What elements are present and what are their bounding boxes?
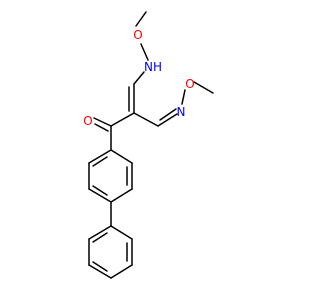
bond-n-o-right: [181, 89, 186, 105]
ring1-bond-1: [110, 149, 133, 164]
ring1-double-2: [92, 185, 108, 196]
bond-imine-cn-double: [159, 108, 177, 121]
atom-o-methoxy-right: O: [185, 77, 194, 91]
atom-o-methoxy-top: O: [133, 28, 142, 42]
ring1-double-3: [92, 156, 108, 167]
ring1-bond-6: [88, 149, 112, 164]
bond-nh-vinyl: [133, 71, 145, 85]
bond-imine-cn: [157, 113, 178, 127]
ring1-bond-4: [88, 188, 112, 203]
ring1-bond-3: [110, 188, 133, 203]
ring2-bond-3: [110, 264, 133, 279]
ring2-bond-1: [110, 225, 133, 240]
bond-c2-carbonyl: [110, 112, 135, 127]
bond-o-methyl-right: [193, 81, 214, 94]
atom-n-oxime: N: [177, 105, 186, 119]
bond-carbonyl-o: [93, 117, 112, 127]
bond-carbonyl-o-double: [94, 123, 109, 132]
bond-methyl-o-top: [135, 11, 147, 27]
atom-nh-amine: NH: [144, 60, 162, 74]
structure-canvas: O NH O N O: [83, 11, 214, 279]
ring2-bond-4: [88, 264, 112, 279]
bond-c2-imine-c: [133, 112, 159, 127]
ring2-bond-6: [88, 225, 112, 240]
ring2-double-3: [92, 232, 108, 243]
molecule-diagram: O NH O N O: [83, 11, 214, 279]
bond-o-nh: [140, 43, 149, 61]
ring2-double-2: [92, 261, 108, 272]
atom-o-ketone: O: [83, 114, 92, 128]
